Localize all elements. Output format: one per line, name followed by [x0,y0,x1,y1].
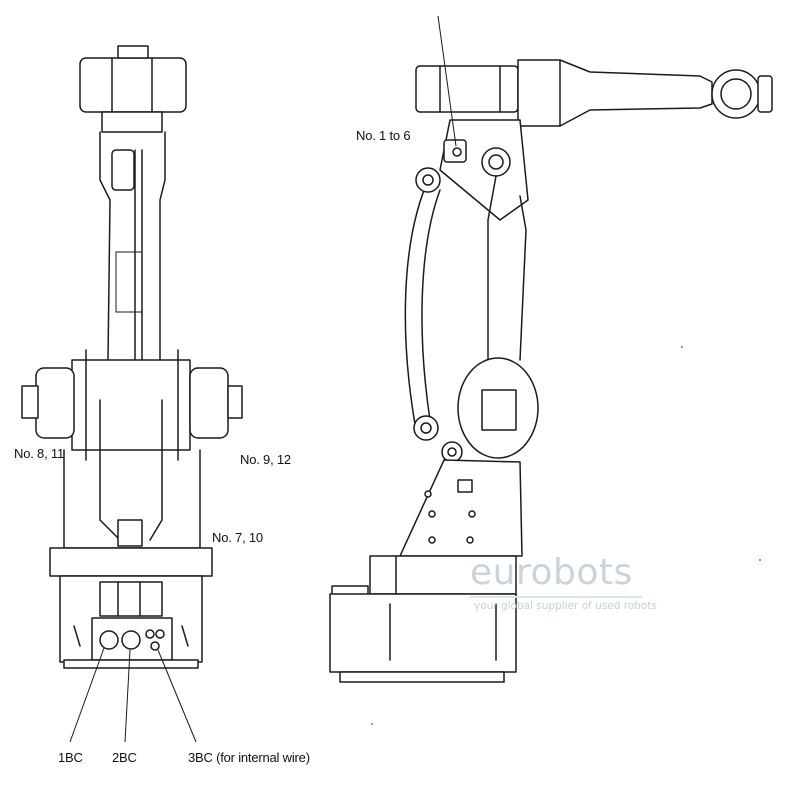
watermark-underline [470,596,642,598]
label-1bc: 1BC [58,750,83,765]
label-no-9-12: No. 9, 12 [240,452,291,467]
scan-speck [681,346,683,348]
label-no-1-to-6: No. 1 to 6 [356,128,411,143]
label-no-7-10: No. 7, 10 [212,530,263,545]
watermark-logo: eurobots [470,552,633,593]
robot-front-view [21,45,243,743]
watermark-tagline: your global supplier of used robots [474,600,657,612]
scan-speck [759,559,761,561]
label-2bc: 2BC [112,750,137,765]
scan-speck [371,723,373,725]
label-no-8-11: No. 8, 11 [14,446,64,461]
label-3bc: 3BC (for internal wire) [188,750,310,765]
robot-side-view [329,15,773,683]
